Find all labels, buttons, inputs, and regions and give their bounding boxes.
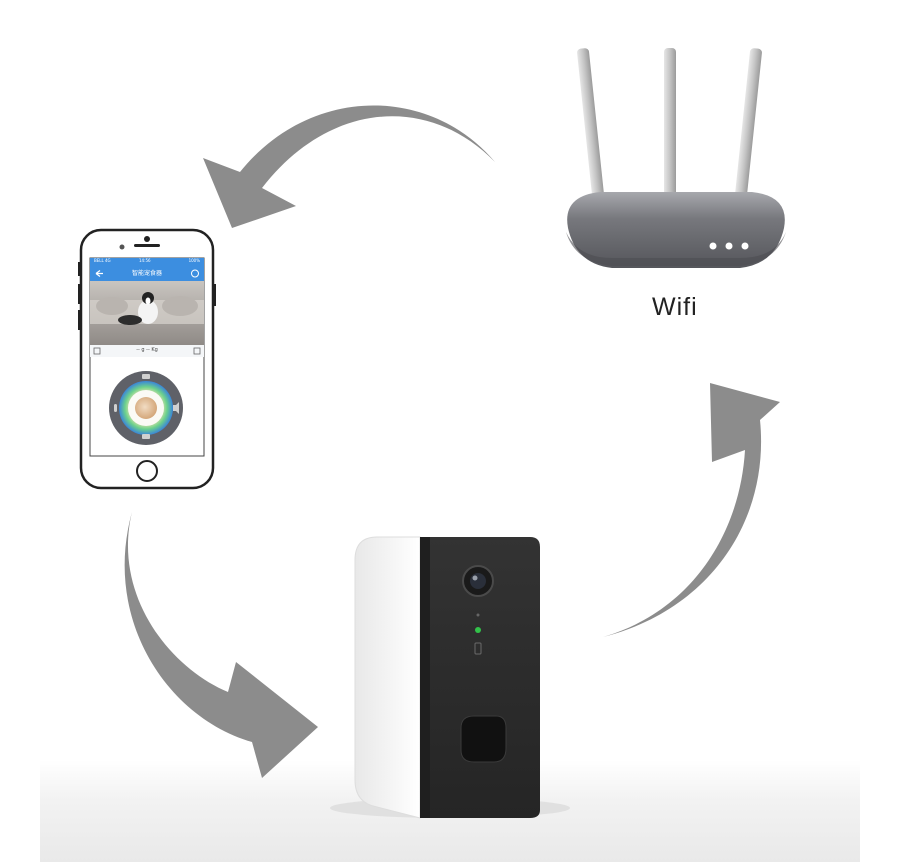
status-carrier: BELL 4G <box>94 258 111 263</box>
arrow-feeder-to-router <box>603 383 780 637</box>
status-battery: 100% <box>189 258 200 263</box>
feeder-shell <box>355 537 420 818</box>
weight-readout: -- g -- Kg <box>120 347 174 353</box>
router-antenna-center <box>664 48 676 213</box>
router-led <box>742 243 749 250</box>
pet-feeder-device <box>330 537 570 818</box>
router-led <box>710 243 717 250</box>
feed-button[interactable] <box>135 397 157 419</box>
microphone-icon[interactable] <box>114 404 117 412</box>
router-led <box>726 243 733 250</box>
food-outlet <box>461 716 506 762</box>
wifi-label: Wifi <box>652 293 698 322</box>
status-time: 14:56 <box>139 258 151 263</box>
wifi-router <box>566 48 786 268</box>
camera-icon[interactable] <box>142 374 150 379</box>
router-antenna-left <box>577 48 606 208</box>
phone-camera-icon <box>144 236 150 242</box>
app-title: 智能宠食器 <box>110 268 184 277</box>
arrow-router-to-phone <box>203 105 495 228</box>
status-led <box>475 627 481 633</box>
status-bar-text: BELL 4G 14:56 100% <box>91 258 203 266</box>
video-icon[interactable] <box>142 434 150 439</box>
arrow-phone-to-feeder <box>125 512 318 778</box>
phone-speaker <box>134 244 160 247</box>
router-antenna-right <box>734 48 763 208</box>
router-body <box>567 192 785 268</box>
